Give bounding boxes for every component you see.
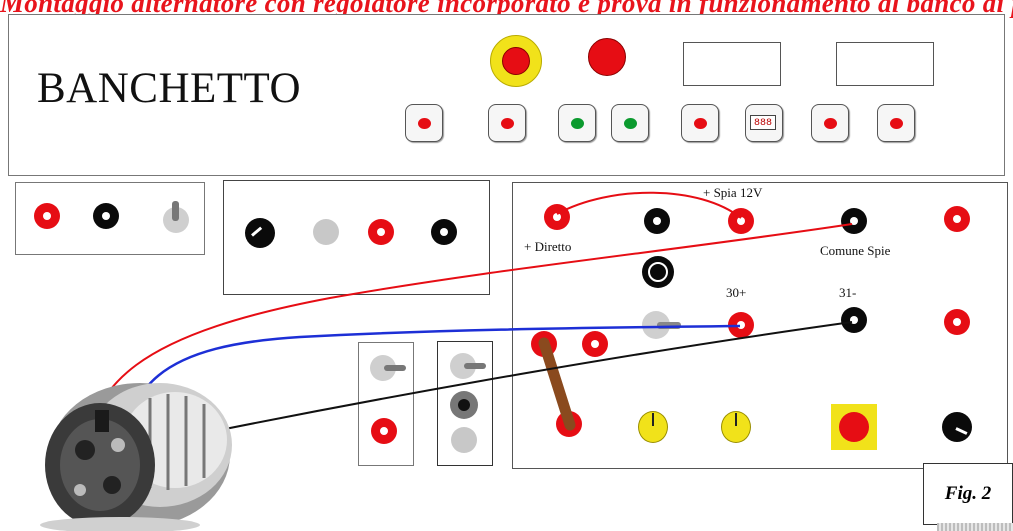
caption-underline [937, 523, 1013, 531]
button-red-3[interactable] [681, 104, 719, 142]
red-wire-lamp [556, 191, 742, 219]
label-30-plus: 30+ [726, 285, 747, 300]
right-connection-panel [512, 182, 1008, 469]
jack-direct-positive[interactable] [544, 204, 570, 230]
button-green-2[interactable] [611, 104, 649, 142]
toggle-switch-box-1[interactable] [370, 355, 408, 383]
label-31-minus: 31- [839, 285, 857, 300]
figure-caption: Fig. 2 [923, 463, 1013, 525]
brown-bridge-link [538, 337, 576, 431]
green-led-icon [623, 117, 637, 129]
jack-black-large[interactable] [642, 256, 674, 288]
red-led-icon [417, 117, 431, 129]
jack-31-minus[interactable] [841, 307, 867, 333]
label-lamp-12v: + Spia 12V [703, 185, 763, 200]
jack-black-left-panel[interactable] [93, 203, 119, 229]
red-led-icon [823, 117, 837, 129]
display-right [836, 42, 934, 86]
label-direct-positive: + Diretto [524, 239, 572, 254]
button-red-4[interactable] [811, 104, 849, 142]
yellow-knob-2[interactable] [721, 411, 751, 443]
black-knob[interactable] [942, 412, 972, 442]
jack-red-left-panel[interactable] [34, 203, 60, 229]
button-red-1[interactable] [405, 104, 443, 142]
yellow-knob-1[interactable] [638, 411, 668, 443]
button-red-5[interactable] [877, 104, 915, 142]
bench-name: BANCHETTO [37, 65, 302, 112]
jack-red-row1-right[interactable] [944, 206, 970, 232]
toggle-switch-left-panel[interactable] [163, 201, 191, 233]
label-common-lamps: Comune Spie [820, 243, 891, 258]
jack-black-middle-panel[interactable] [431, 219, 457, 245]
red-led-icon [500, 117, 514, 129]
display-left [683, 42, 781, 86]
digital-readout: 888 [750, 115, 776, 130]
toggle-switch-right-panel[interactable] [642, 311, 686, 341]
emergency-stop-button[interactable] [831, 404, 877, 450]
jack-common-lamps[interactable] [841, 208, 867, 234]
button-green-1[interactable] [558, 104, 596, 142]
button-display-selector[interactable]: 888 [745, 104, 783, 142]
jack-red-middle-panel[interactable] [368, 219, 394, 245]
jack-dark-grey-switch-box-2[interactable] [450, 391, 478, 419]
green-led-icon [570, 117, 584, 129]
red-led-icon [889, 117, 903, 129]
rotary-knob-black[interactable] [245, 218, 275, 248]
alternator-image [40, 383, 232, 531]
yellow-warning-light [490, 35, 542, 87]
jack-red-row3-second[interactable] [582, 331, 608, 357]
jack-black-row1-col2[interactable] [644, 208, 670, 234]
red-warning-light [588, 38, 626, 76]
toggle-switch-box-2[interactable] [450, 353, 488, 381]
jack-grey-switch-box-2[interactable] [451, 427, 477, 453]
page-title: Montaggio alternatore con regolatore inc… [0, 0, 1013, 18]
jack-red-row3-right[interactable] [944, 309, 970, 335]
jack-red-switch-box-1[interactable] [371, 418, 397, 444]
black-ground-wire [219, 321, 853, 431]
red-led-icon [693, 117, 707, 129]
jack-grey-middle-panel[interactable] [313, 219, 339, 245]
button-red-2[interactable] [488, 104, 526, 142]
